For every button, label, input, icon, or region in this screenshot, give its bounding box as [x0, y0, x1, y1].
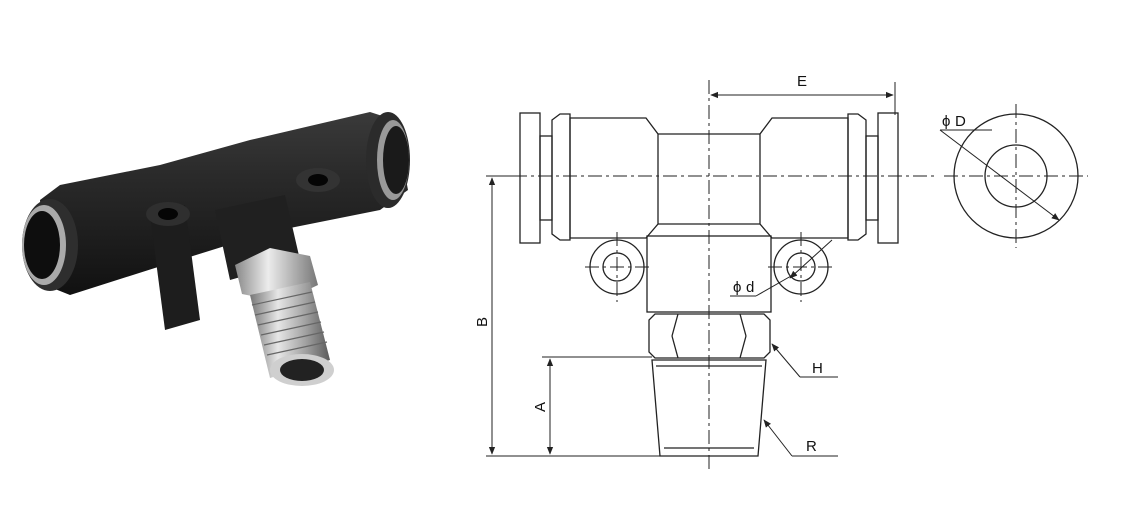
right-end-cap [759, 112, 899, 244]
label-phiD-symbol: ϕ [942, 113, 950, 130]
label-E: E [797, 73, 807, 90]
leader-R [763, 419, 838, 457]
leader-phi-d [730, 239, 833, 297]
dimension-B [486, 175, 660, 457]
centerlines [488, 80, 935, 470]
label-H: H [812, 360, 823, 377]
dimension-A [542, 356, 652, 455]
dimension-E [710, 82, 896, 115]
label-phid-symbol: ϕ [733, 279, 741, 296]
label-phid-letter: d [746, 279, 754, 296]
side-view [939, 104, 1088, 248]
leader-H [771, 343, 838, 378]
left-end-cap [519, 112, 659, 244]
threaded-stem [250, 282, 334, 386]
label-phiD-letter: D [955, 113, 966, 130]
product-photo [22, 112, 410, 386]
label-B: B [474, 317, 491, 327]
label-A: A [532, 402, 549, 412]
hex-nut-drawing [648, 313, 771, 359]
label-R: R [806, 438, 817, 455]
tee-body [22, 112, 410, 330]
